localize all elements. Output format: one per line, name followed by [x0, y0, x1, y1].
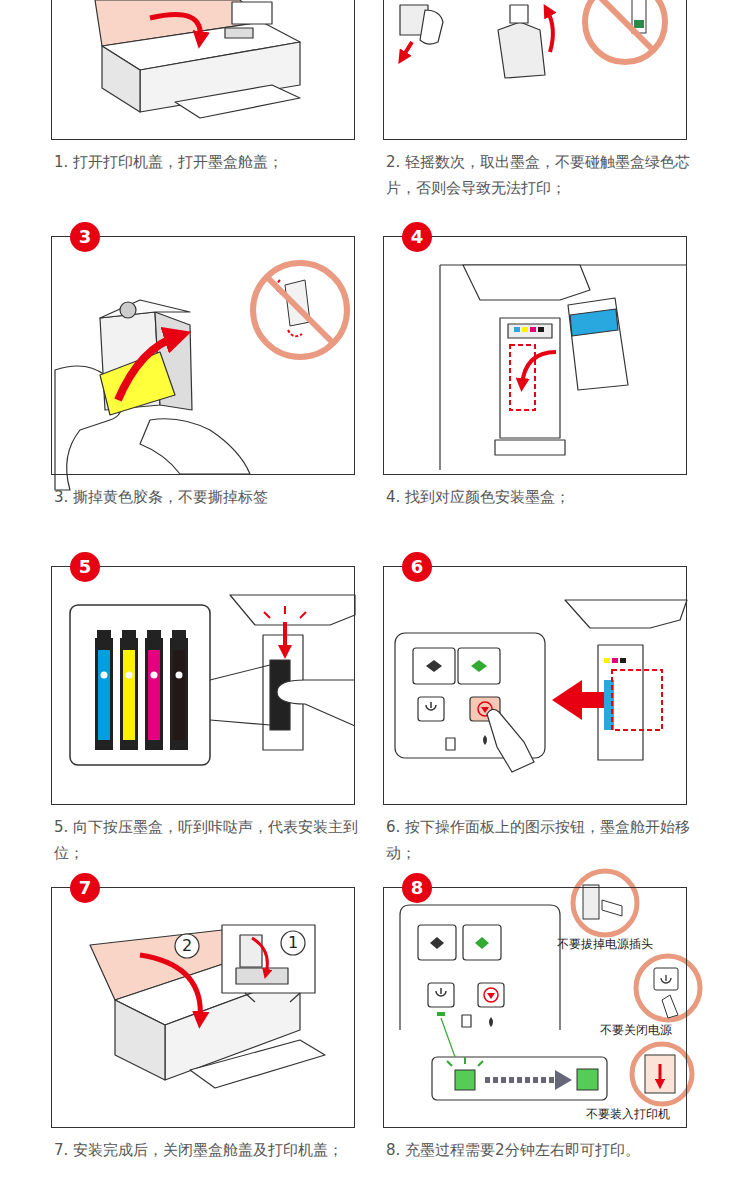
- step-panel: 1. 打开打印机盖，打开墨盒舱盖；: [51, 0, 355, 140]
- printer-close: [90, 925, 325, 1088]
- step-caption: 4. 找到对应颜色安装墨盒；: [386, 484, 692, 510]
- step-number: 6: [402, 552, 432, 582]
- cartridge-unpack: [400, 5, 545, 78]
- step-number: 4: [402, 222, 432, 252]
- step-caption: 2. 轻摇数次，取出墨盒，不要碰触墨盒绿色芯片，否则会导致无法打印；: [386, 149, 692, 201]
- step-number: 8: [402, 873, 432, 903]
- step-panel: 3. 撕掉黄色胶条，不要撕掉标签3: [51, 236, 355, 475]
- step-panel: 5. 向下按压墨盒，听到咔哒声，代表安装主到位；5: [51, 566, 355, 805]
- control-panel: [400, 905, 607, 1100]
- step-caption: 1. 打开打印机盖，打开墨盒舱盖；: [54, 149, 360, 175]
- step-number-text: 4: [402, 222, 432, 252]
- cartridge-tape: [55, 300, 250, 490]
- step-number-text: 5: [70, 552, 100, 582]
- step-number: 7: [70, 873, 100, 903]
- step-caption: 3. 撕掉黄色胶条，不要撕掉标签: [54, 484, 360, 510]
- step-panel: 4. 找到对应颜色安装墨盒；4: [383, 236, 687, 475]
- callout-number: 1: [281, 933, 305, 953]
- step-panel: 8. 充墨过程需要2分钟左右即可打印。8: [383, 887, 687, 1128]
- step-number: 3: [70, 222, 100, 252]
- step-number-text: 7: [70, 873, 100, 903]
- printer-bay: [440, 265, 687, 470]
- warning-label: 不要装入打印机: [576, 1107, 680, 1122]
- step-caption: 5. 向下按压墨盒，听到咔哒声，代表安装主到位；: [54, 814, 360, 866]
- control-panel: [395, 600, 687, 760]
- step-panel: 2. 轻摇数次，取出墨盒，不要碰触墨盒绿色芯片，否则会导致无法打印；: [383, 0, 687, 140]
- step-caption: 7. 安装完成后，关闭墨盒舱盖及打印机盖；: [54, 1137, 360, 1163]
- step-panel: 6. 按下操作面板上的图示按钮，墨盒舱开始移动；6: [383, 566, 687, 805]
- step-caption: 6. 按下操作面板上的图示按钮，墨盒舱开始移动；: [386, 814, 692, 866]
- printer-open: [95, 0, 300, 118]
- callout-number: 2: [175, 936, 199, 956]
- step-number-text: 6: [402, 552, 432, 582]
- step-panel: 7. 安装完成后，关闭墨盒舱盖及打印机盖；7: [51, 887, 355, 1128]
- step-caption: 8. 充墨过程需要2分钟左右即可打印。: [386, 1137, 692, 1163]
- step-number-text: 8: [402, 873, 432, 903]
- step-number: 5: [70, 552, 100, 582]
- warning-label: 不要拔掉电源插头: [548, 937, 662, 952]
- step-number-text: 3: [70, 222, 100, 252]
- warning-label: 不要关闭电源: [588, 1023, 684, 1038]
- cartridge-set: [95, 630, 188, 750]
